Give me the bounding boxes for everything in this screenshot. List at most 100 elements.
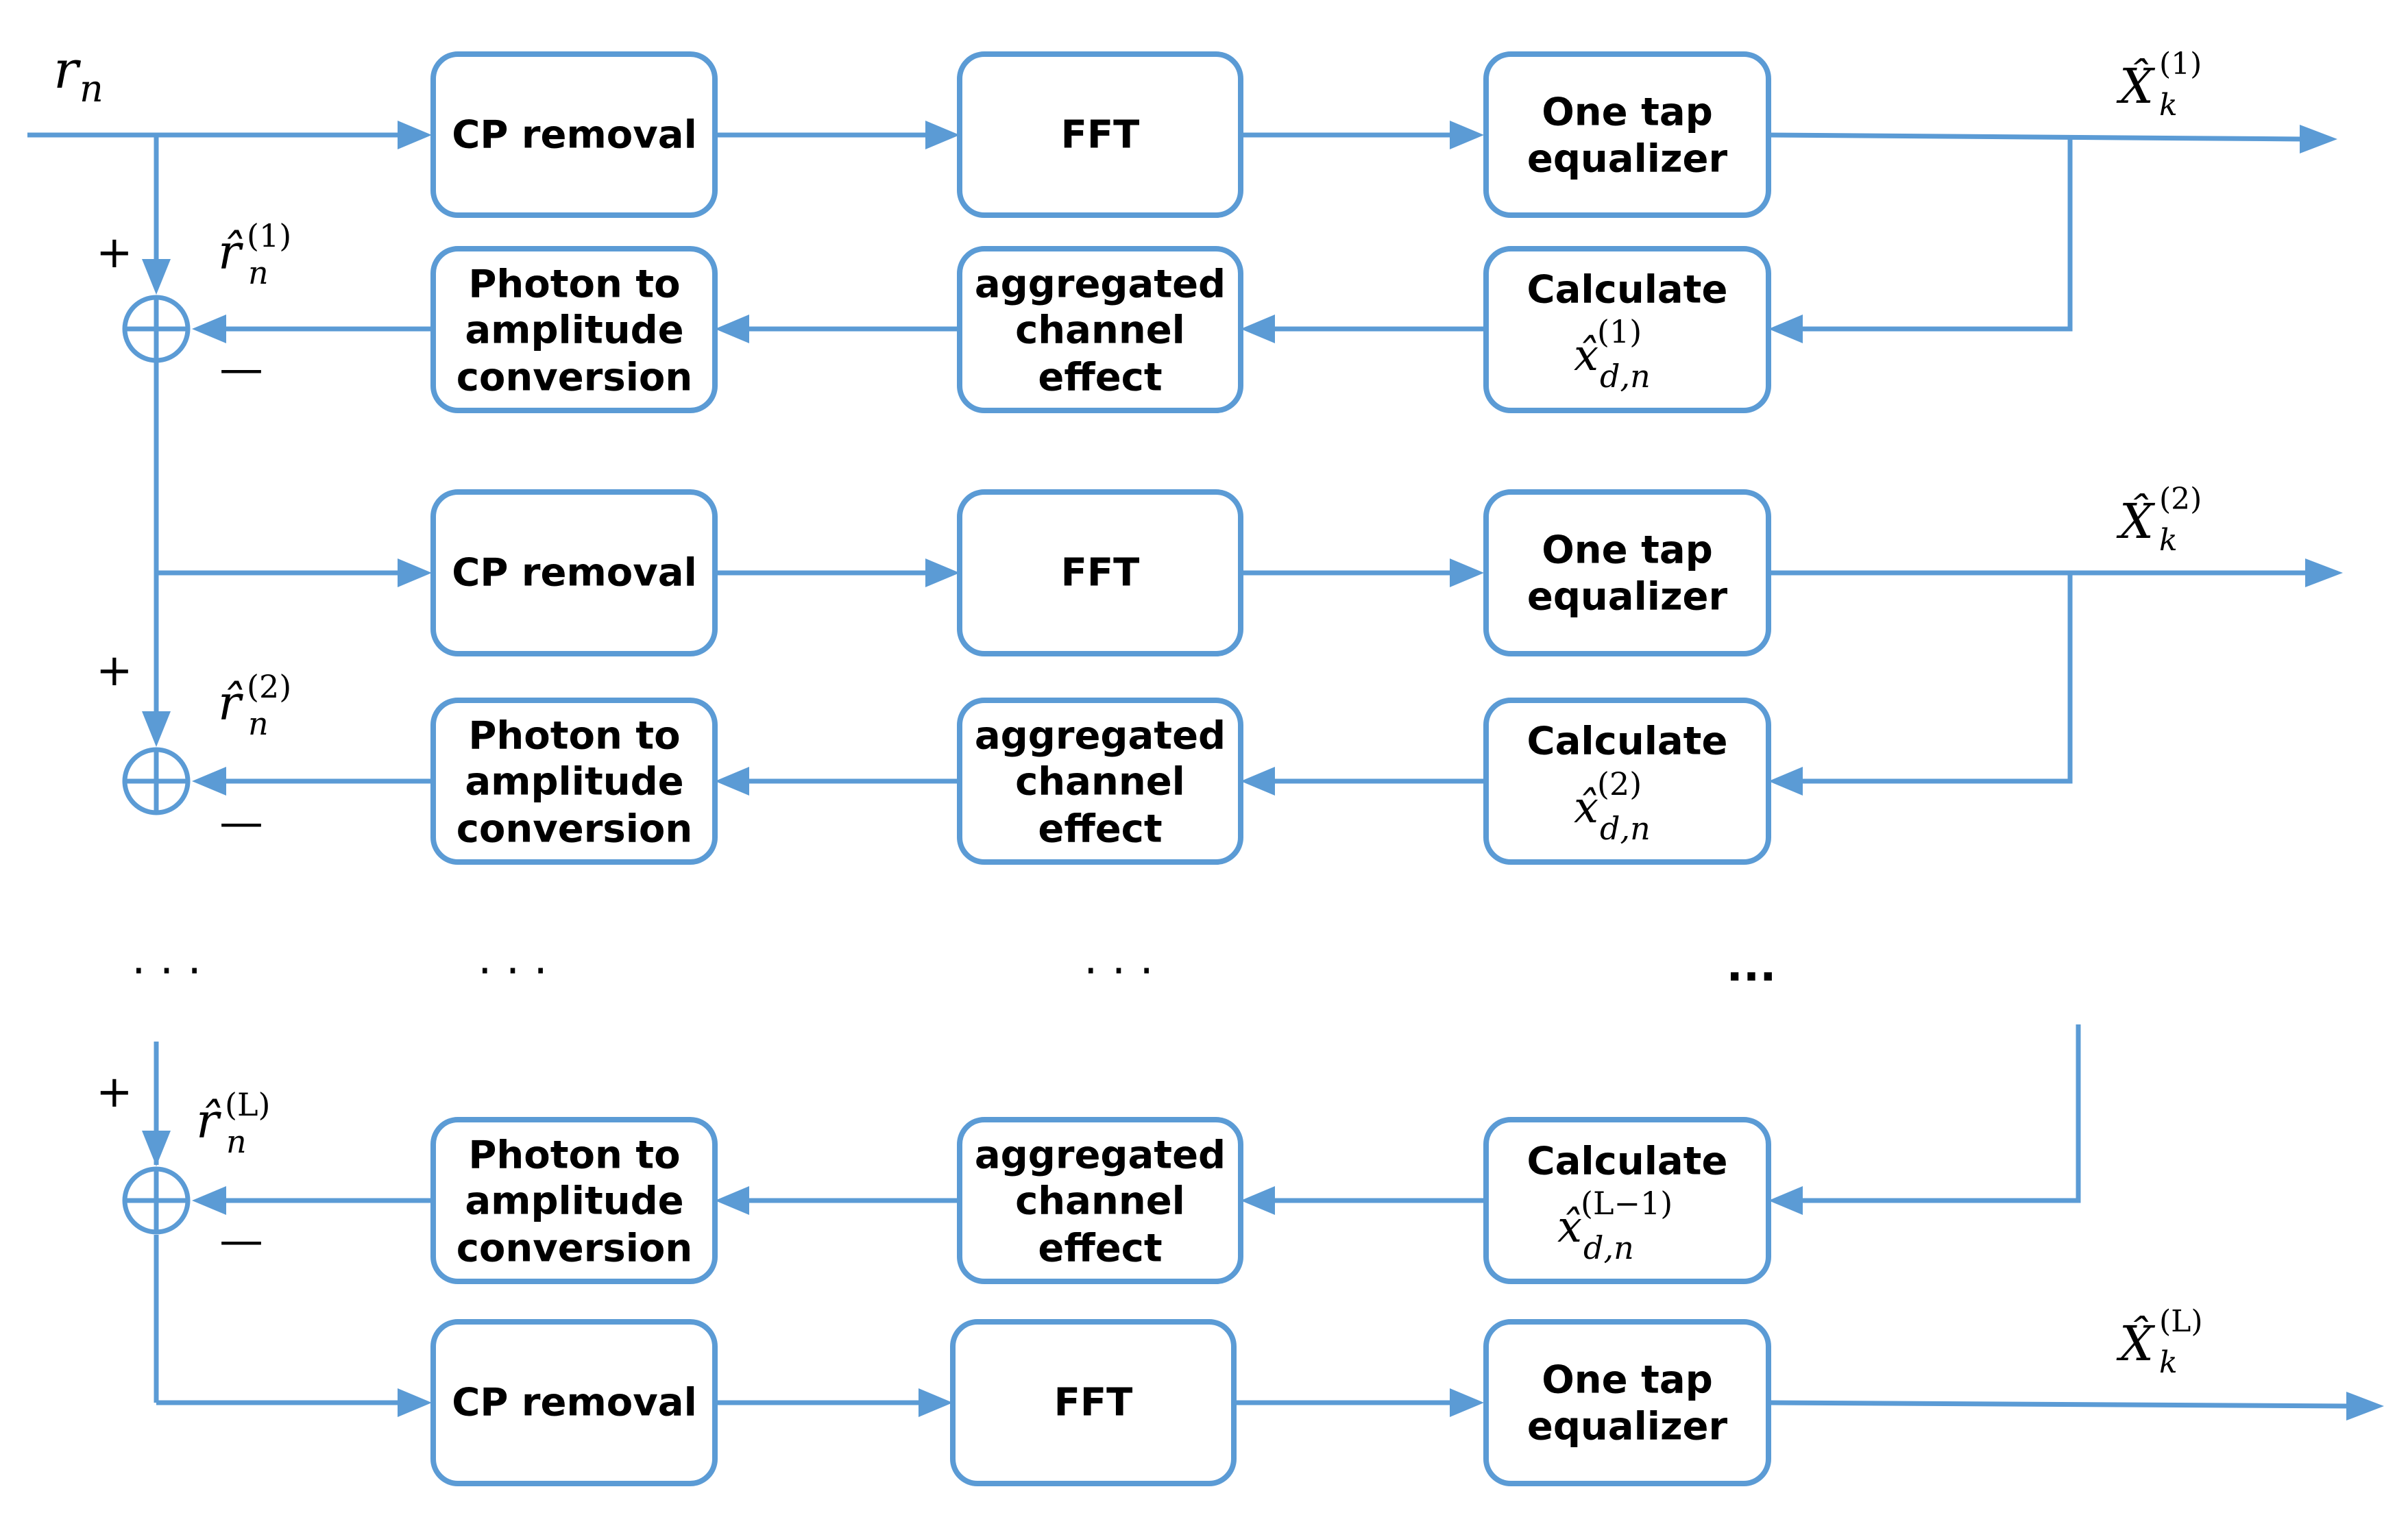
arrow-sum2-down — [142, 711, 171, 747]
input-symbol: r — [53, 39, 82, 100]
arrow-r1-agg — [1241, 315, 1275, 343]
block-label-line-2: channel — [1015, 760, 1185, 804]
estimate-superscript: (L) — [225, 1086, 270, 1123]
block-label-line-2: amplitude — [465, 1179, 683, 1224]
estimate-label-L: r̂ (L) n — [196, 1086, 270, 1160]
block-label-line-1: Photon to — [468, 262, 680, 307]
block-label-line-1: aggregated — [975, 1133, 1226, 1178]
arrow-rL-ph — [715, 1186, 749, 1215]
estimate-symbol: r̂ — [218, 675, 243, 731]
block-label-line-3: conversion — [457, 807, 693, 852]
block-label-line-2: equalizer — [1527, 137, 1728, 182]
plus-sign-1: + — [96, 227, 133, 278]
estimate-superscript: (1) — [247, 217, 291, 254]
block-cp-removal-L: CP removal — [430, 1319, 718, 1486]
block-photon-conversion-2: Photon to amplitude conversion — [430, 698, 718, 865]
block-photon-conversion-1: Photon to amplitude conversion — [430, 246, 718, 413]
block-fft-2: FFT — [957, 489, 1243, 656]
calc-superscript: (L−1) — [1581, 1185, 1673, 1222]
wires — [27, 132, 2352, 1409]
calc-variable: x̂ — [1574, 330, 1598, 381]
calc-subscript: d,n — [1583, 1229, 1634, 1266]
input-subscript: n — [80, 67, 104, 110]
minus-sign-1: — — [219, 344, 263, 395]
output-superscript: (L) — [2159, 1304, 2203, 1339]
block-cp-removal-1: CP removal — [430, 51, 718, 218]
arrow-r2-ph — [715, 767, 749, 796]
wire-rL-feedback — [1796, 1024, 2081, 1203]
ellipsis-aggregated: · · · — [1084, 946, 1154, 997]
block-label-line-3: effect — [1038, 807, 1162, 852]
block-label: CP removal — [452, 551, 697, 595]
arrow-r2-fft — [925, 558, 960, 587]
block-label-line-3: conversion — [457, 356, 693, 400]
calc-subscript: d,n — [1600, 810, 1651, 847]
estimate-subscript: n — [248, 705, 269, 742]
estimate-superscript: (2) — [247, 668, 291, 705]
block-equalizer-L: One tap equalizer — [1483, 1319, 1771, 1486]
summing-junction-2 — [122, 747, 191, 815]
arrow-r1-cp — [398, 121, 432, 149]
block-label-line-3: conversion — [457, 1227, 693, 1271]
estimate-symbol: r̂ — [218, 224, 243, 280]
calc-variable: x̂ — [1574, 783, 1598, 833]
block-label-line-1: aggregated — [975, 262, 1226, 307]
arrow-r1-sum — [192, 315, 226, 343]
block-label-line-2: amplitude — [465, 308, 683, 353]
arrow-rL-eq — [1450, 1388, 1484, 1417]
block-label: Calculate — [1527, 268, 1728, 312]
block-label-line-1: One tap — [1542, 1358, 1713, 1403]
block-equalizer-2: One tap equalizer — [1483, 489, 1771, 656]
wire-r1-out — [1768, 132, 2304, 142]
output-superscript: (1) — [2159, 47, 2202, 82]
block-aggregated-channel-L: aggregated channel effect — [957, 1117, 1243, 1284]
arrow-r1-fft — [925, 121, 960, 149]
output-superscript: (2) — [2159, 482, 2202, 517]
block-aggregated-channel-1: aggregated channel effect — [957, 246, 1243, 413]
ellipsis-calculate: ... — [1727, 941, 1777, 992]
block-label-line-2: equalizer — [1527, 575, 1728, 619]
arrow-r2-cp — [398, 558, 432, 587]
block-calculate-2: Calculate x̂ (2) d,n — [1483, 698, 1771, 865]
block-label-line-1: One tap — [1542, 528, 1713, 573]
ellipsis-bus: · · · — [132, 946, 202, 997]
calc-variable: x̂ — [1557, 1202, 1582, 1253]
wire-r1-feedback — [1796, 137, 2073, 332]
arrow-rL-fft — [919, 1388, 953, 1417]
estimate-label-2: r̂ (2) n — [218, 668, 291, 742]
arrow-r2-sum — [192, 767, 226, 796]
minus-sign-2: — — [219, 798, 263, 848]
output-subscript: k — [2159, 1345, 2178, 1380]
block-fft-1: FFT — [957, 51, 1243, 218]
block-calculate-L: Calculate x̂ (L−1) d,n — [1483, 1117, 1771, 1284]
output-subscript: k — [2159, 88, 2178, 123]
calc-subscript: d,n — [1600, 358, 1651, 395]
block-label-line-3: effect — [1038, 1227, 1162, 1271]
ellipsis-photon: · · · — [478, 946, 548, 997]
arrow-r2-agg — [1241, 767, 1275, 796]
summing-junction-L — [122, 1166, 191, 1235]
estimate-subscript: n — [248, 254, 269, 291]
output-symbol: X̂ — [2116, 1316, 2156, 1372]
calc-superscript: (2) — [1597, 765, 1642, 802]
block-label: CP removal — [452, 113, 697, 158]
arrow-r2-out — [2305, 558, 2343, 587]
arrow-r1-out — [2300, 125, 2337, 153]
arrow-sumL-down — [142, 1131, 171, 1166]
arrow-r1-ph — [715, 315, 749, 343]
block-label: FFT — [1054, 1381, 1133, 1425]
estimate-label-1: r̂ (1) n — [218, 217, 291, 291]
block-label-line-3: effect — [1038, 356, 1162, 400]
arrow-sum1-down — [142, 259, 171, 295]
block-label-line-1: Photon to — [468, 1133, 680, 1178]
block-label: Calculate — [1527, 1140, 1728, 1184]
arrow-rL-agg — [1241, 1186, 1275, 1215]
output-subscript: k — [2159, 523, 2178, 558]
arrow-rL-cp — [398, 1388, 432, 1417]
block-label-line-2: channel — [1015, 308, 1185, 353]
arrow-r2-eq — [1450, 558, 1484, 587]
summing-junction-1 — [122, 295, 191, 363]
arrow-r2-calc — [1768, 767, 1803, 796]
arrow-rL-out — [2346, 1392, 2384, 1420]
